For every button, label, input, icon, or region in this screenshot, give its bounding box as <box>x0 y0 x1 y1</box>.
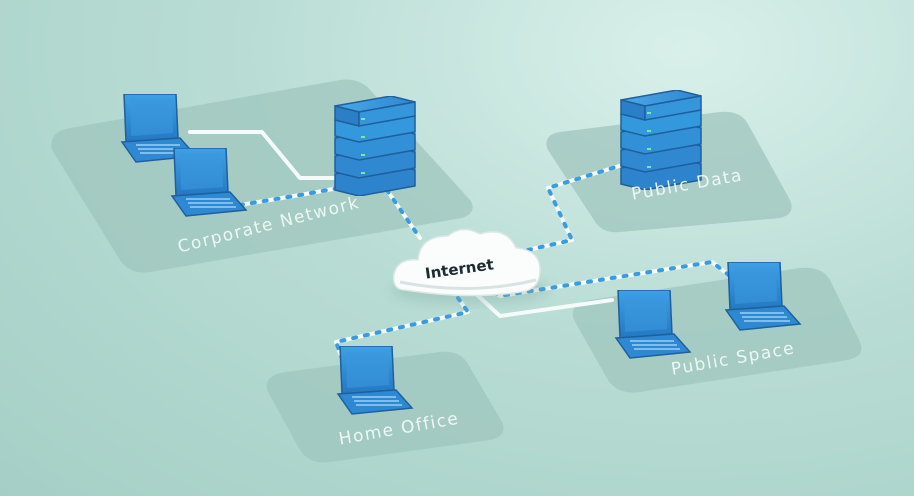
zone-tile-public-space <box>572 267 862 393</box>
cloud-icon: Internet <box>390 228 550 304</box>
link-corporate-laptop1 <box>188 130 347 180</box>
server-rack-icon <box>334 96 416 196</box>
